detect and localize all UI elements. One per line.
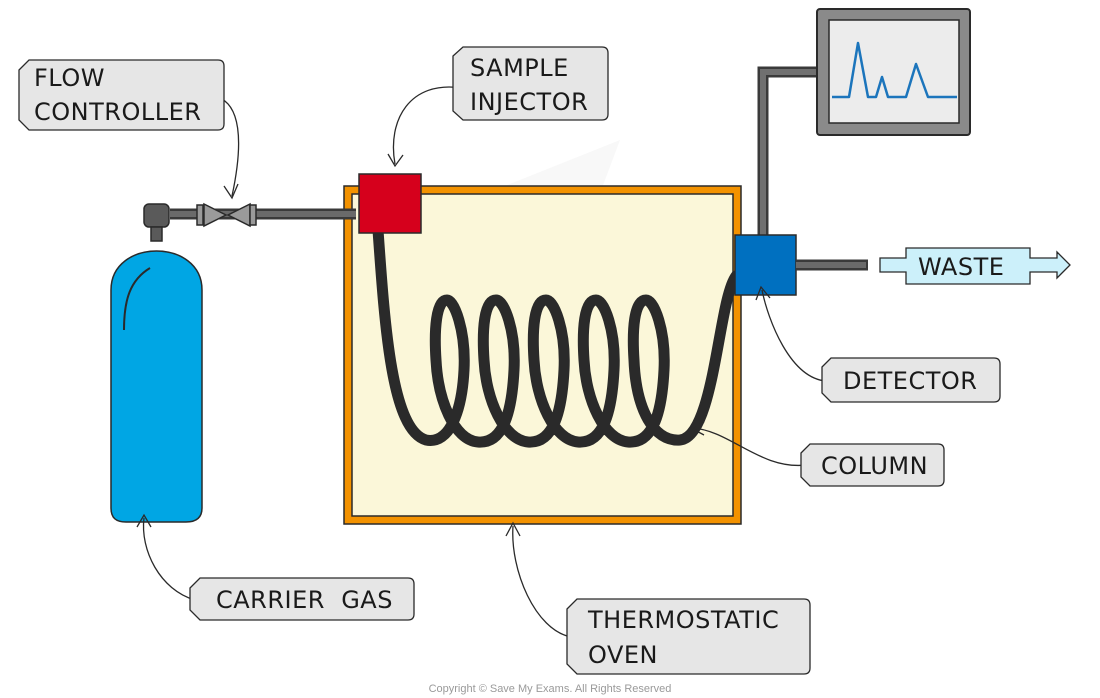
thermostatic-oven-label-line1: THERMOSTATIC bbox=[587, 606, 779, 634]
detector-tag: DETECTOR bbox=[821, 357, 1001, 403]
waste-tag: WASTE bbox=[879, 247, 1071, 285]
thermostatic-oven-label-line2: OVEN bbox=[588, 641, 658, 669]
column-label: COLUMN bbox=[821, 452, 928, 480]
flow-controller-label-line1: FLOW bbox=[34, 64, 105, 92]
carrier-gas-tag: CARRIER GAS bbox=[189, 577, 415, 621]
thermostatic-oven-tag: THERMOSTATIC OVEN bbox=[566, 598, 811, 675]
thermostatic-oven bbox=[343, 185, 742, 525]
chromatogram-trace bbox=[832, 41, 957, 99]
chromatogram-monitor bbox=[816, 8, 971, 136]
sample-injector bbox=[358, 173, 422, 234]
detector bbox=[734, 234, 797, 296]
carrier-gas-cylinder bbox=[110, 203, 203, 523]
sample-injector-label-line2: INJECTOR bbox=[470, 88, 588, 116]
column-coil bbox=[372, 224, 742, 448]
sample-injector-tag: SAMPLE INJECTOR bbox=[452, 46, 609, 121]
sample-injector-label-line1: SAMPLE bbox=[470, 54, 569, 82]
detector-monitor-cable bbox=[757, 66, 822, 236]
carrier-gas-label: CARRIER GAS bbox=[216, 586, 393, 614]
column-tag: COLUMN bbox=[800, 443, 945, 487]
waste-label: WASTE bbox=[918, 253, 1004, 281]
flow-controller-valve bbox=[196, 202, 257, 228]
copyright-notice: Copyright © Save My Exams. All Rights Re… bbox=[429, 683, 672, 695]
flow-controller-tag: FLOW CONTROLLER bbox=[18, 59, 225, 131]
detector-label: DETECTOR bbox=[843, 367, 977, 395]
flow-controller-label-line2: CONTROLLER bbox=[34, 98, 201, 126]
